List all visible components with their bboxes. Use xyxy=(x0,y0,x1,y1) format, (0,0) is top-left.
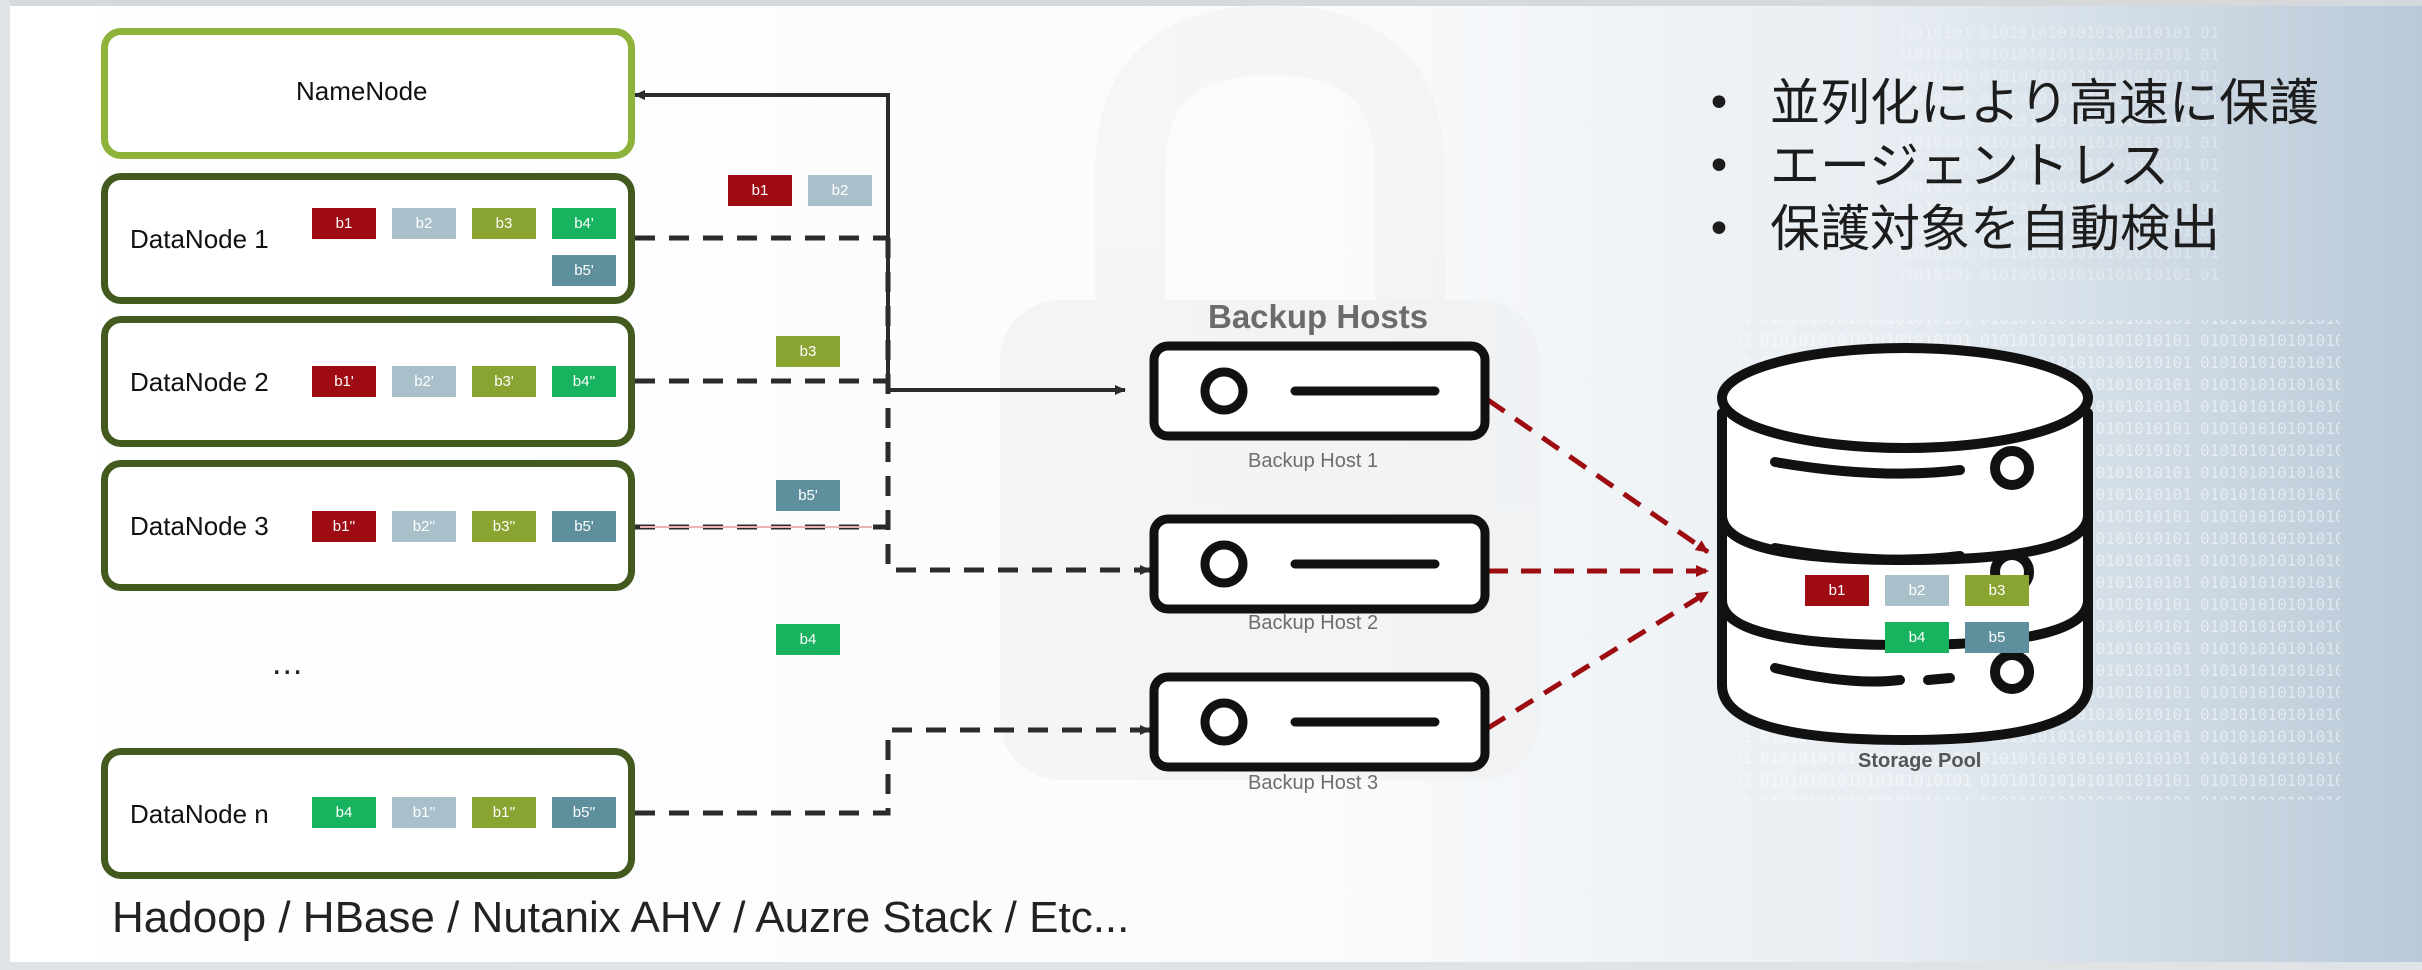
block: b1' xyxy=(312,366,376,397)
datanode-n-box xyxy=(101,748,635,879)
block: b2' xyxy=(392,366,456,397)
footer-supported-platforms: Hadoop / HBase / Nutanix AHV / Auzre Sta… xyxy=(112,893,1130,942)
block: b2'' xyxy=(392,511,456,542)
namenode-label: NameNode xyxy=(296,76,428,106)
bullet-item: 保護対象を自動検出 xyxy=(1706,198,2319,261)
block: b4 xyxy=(312,797,376,828)
datanode-2-label: DataNode 2 xyxy=(130,367,269,397)
pool-block: b3 xyxy=(1965,575,2029,606)
server-icon xyxy=(1149,514,1490,614)
pool-block: b1 xyxy=(1805,575,1869,606)
transit-block: b4 xyxy=(776,624,840,655)
block: b1'' xyxy=(472,797,536,828)
database-icon xyxy=(1717,343,2093,746)
backup-host-3-label: Backup Host 3 xyxy=(1248,772,1379,794)
datanode-n-to-host3 xyxy=(635,725,1151,816)
server-icon xyxy=(1149,341,1490,441)
block: b4' xyxy=(552,208,616,239)
transit-block: b1 xyxy=(728,175,792,206)
transit-block: b5' xyxy=(776,480,840,511)
datanode-1-label: DataNode 1 xyxy=(130,224,269,254)
backup-hosts-title: Backup Hosts xyxy=(1208,298,1429,335)
block: b5'' xyxy=(552,797,616,828)
block: b1'' xyxy=(392,797,456,828)
pool-block: b4 xyxy=(1885,622,1949,653)
block: b2 xyxy=(392,208,456,239)
datanode-1-box xyxy=(101,173,635,304)
transit-block: b2 xyxy=(808,175,872,206)
block: b4'' xyxy=(552,366,616,397)
datanode-n-label: DataNode n xyxy=(130,799,269,829)
block: b3 xyxy=(472,208,536,239)
host1-to-pool xyxy=(1486,397,1710,555)
bullet-item: 並列化により高速に保護 xyxy=(1706,72,2319,135)
host3-to-pool xyxy=(1486,589,1710,731)
namenode-box xyxy=(101,28,635,159)
block: b1'' xyxy=(312,511,376,542)
namenode-link xyxy=(634,90,890,390)
block: b5' xyxy=(552,255,616,286)
transit-block: b3 xyxy=(776,336,840,367)
server-icon xyxy=(1149,672,1490,772)
datanode-2-box xyxy=(101,316,635,447)
backup-host-1-label: Backup Host 1 xyxy=(1248,450,1379,472)
block: b3'' xyxy=(472,511,536,542)
bullet-item: エージェントレス xyxy=(1706,135,2319,198)
datanode-3-label: DataNode 3 xyxy=(130,511,269,541)
block: b5' xyxy=(552,511,616,542)
pool-block: b5 xyxy=(1965,622,2029,653)
feature-bullets: 並列化により高速に保護 エージェントレス 保護対象を自動検出 xyxy=(1706,72,2319,261)
backup-host-2-label: Backup Host 2 xyxy=(1248,612,1379,634)
more-nodes-ellipsis: ... xyxy=(272,644,304,682)
bus-to-host2 xyxy=(885,238,1151,575)
storage-pool-label: Storage Pool xyxy=(1858,750,1982,772)
pool-block: b2 xyxy=(1885,575,1949,606)
block: b1 xyxy=(312,208,376,239)
block: b3' xyxy=(472,366,536,397)
